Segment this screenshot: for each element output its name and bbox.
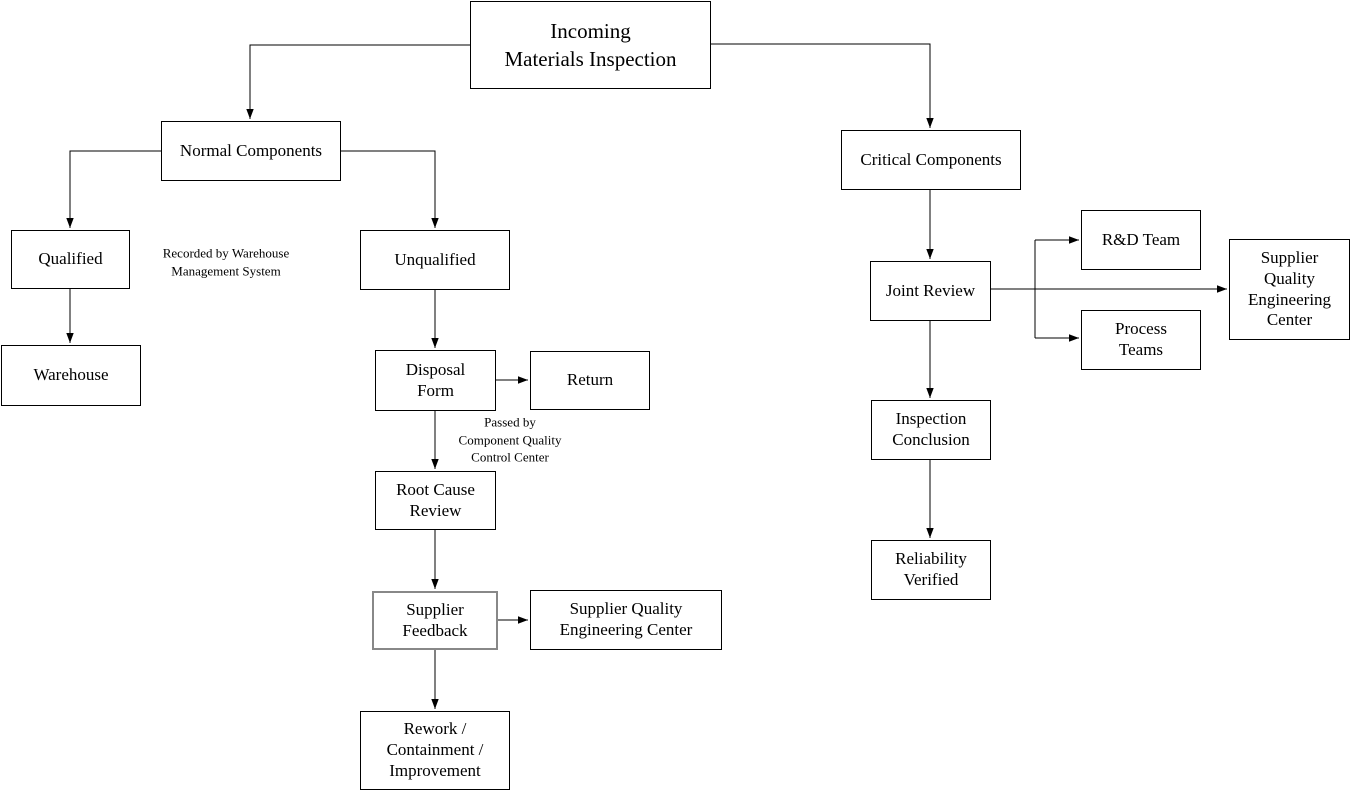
edge-normal-unqualified — [341, 150, 439, 228]
node-rootcause: Root Cause Review — [375, 471, 496, 530]
node-label: Warehouse — [33, 365, 109, 385]
node-label: Supplier Quality Engineering Center — [559, 599, 693, 639]
node-joint: Joint Review — [870, 261, 991, 321]
node-rnd: R&D Team — [1081, 210, 1201, 270]
node-return: Return — [530, 351, 650, 410]
node-label: Normal Components — [179, 140, 323, 160]
node-disposal: Disposal Form — [375, 350, 496, 411]
node-normal: Normal Components — [161, 121, 341, 181]
annotation-cqcc-note: Passed by Component Quality Control Cent… — [458, 414, 562, 465]
node-rework: Rework / Containment / Improvement — [360, 711, 510, 790]
node-label: Supplier Quality Engineering Center — [1247, 248, 1332, 330]
node-warehouse: Warehouse — [1, 345, 141, 406]
node-reliability: Reliability Verified — [871, 540, 991, 600]
node-label: R&D Team — [1101, 229, 1181, 249]
node-sqec-mid: Supplier Quality Engineering Center — [530, 590, 722, 650]
node-label: Rework / Containment / Improvement — [386, 719, 484, 780]
node-inspection: Inspection Conclusion — [871, 400, 991, 460]
edge-normal-qualified — [66, 150, 161, 228]
node-label: Inspection Conclusion — [892, 409, 970, 449]
node-critical: Critical Components — [841, 130, 1021, 190]
annotation-wms-note: Recorded by Warehouse Management System — [162, 245, 290, 278]
node-incoming: Incoming Materials Inspection — [470, 1, 711, 89]
node-sqec-right: Supplier Quality Engineering Center — [1229, 239, 1350, 340]
node-label: Unqualified — [394, 249, 476, 269]
node-label: Critical Components — [860, 149, 1002, 169]
node-process: Process Teams — [1081, 310, 1201, 370]
node-label: Return — [566, 370, 614, 390]
node-label: Disposal Form — [405, 359, 466, 400]
node-qualified: Qualified — [11, 230, 130, 289]
node-label: Reliability Verified — [895, 549, 967, 589]
node-feedback: Supplier Feedback — [372, 591, 498, 650]
node-label: Supplier Feedback — [402, 599, 468, 640]
node-label: Incoming Materials Inspection — [504, 18, 677, 71]
node-label: Qualified — [38, 249, 103, 269]
node-label: Root Cause Review — [396, 479, 475, 520]
node-label: Joint Review — [885, 280, 976, 300]
edge-incoming-normal — [246, 44, 470, 119]
node-label: Process Teams — [1115, 319, 1167, 359]
edge-incoming-critical — [711, 43, 934, 128]
node-unqualified: Unqualified — [360, 230, 510, 290]
